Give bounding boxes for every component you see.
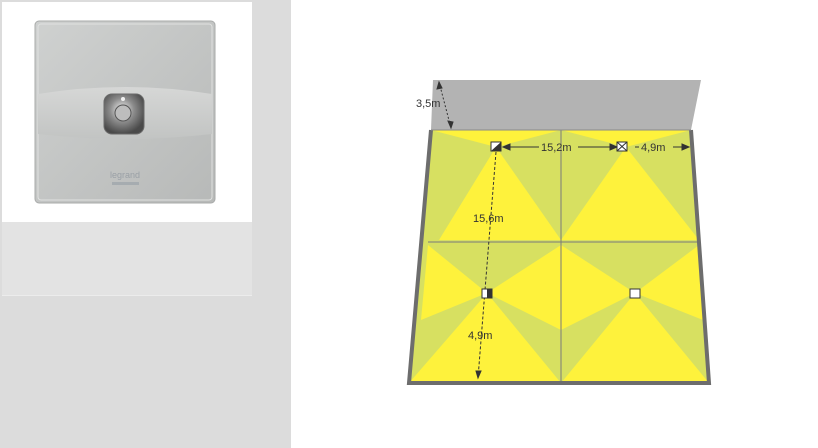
coverage-plan-panel: 3,5m 15,2m 4,9m 15,6m 4,9m (291, 0, 818, 448)
motion-detector-icon: legrand (34, 20, 216, 204)
left-panel: legrand (0, 0, 291, 448)
width-label: 15,6m (473, 213, 504, 225)
product-photo-card: legrand (2, 2, 252, 222)
product-card-footer (2, 222, 252, 296)
coverage-zones (409, 130, 709, 383)
grid-lines (428, 130, 699, 383)
room-outline (406, 129, 712, 385)
edge-label-bottom: 4,9m (468, 330, 492, 342)
coverage-plan-diagram: 3,5m 15,2m 4,9m 15,6m 4,9m (406, 80, 712, 385)
edge-label-top: 4,9m (641, 142, 665, 154)
detector-marker (629, 288, 641, 299)
wall (431, 80, 701, 130)
brand-logo: legrand (110, 170, 140, 180)
dimension-lines (436, 80, 691, 380)
height-label: 3,5m (416, 98, 440, 110)
detector-markers (481, 141, 641, 299)
length-label: 15,2m (541, 142, 572, 154)
